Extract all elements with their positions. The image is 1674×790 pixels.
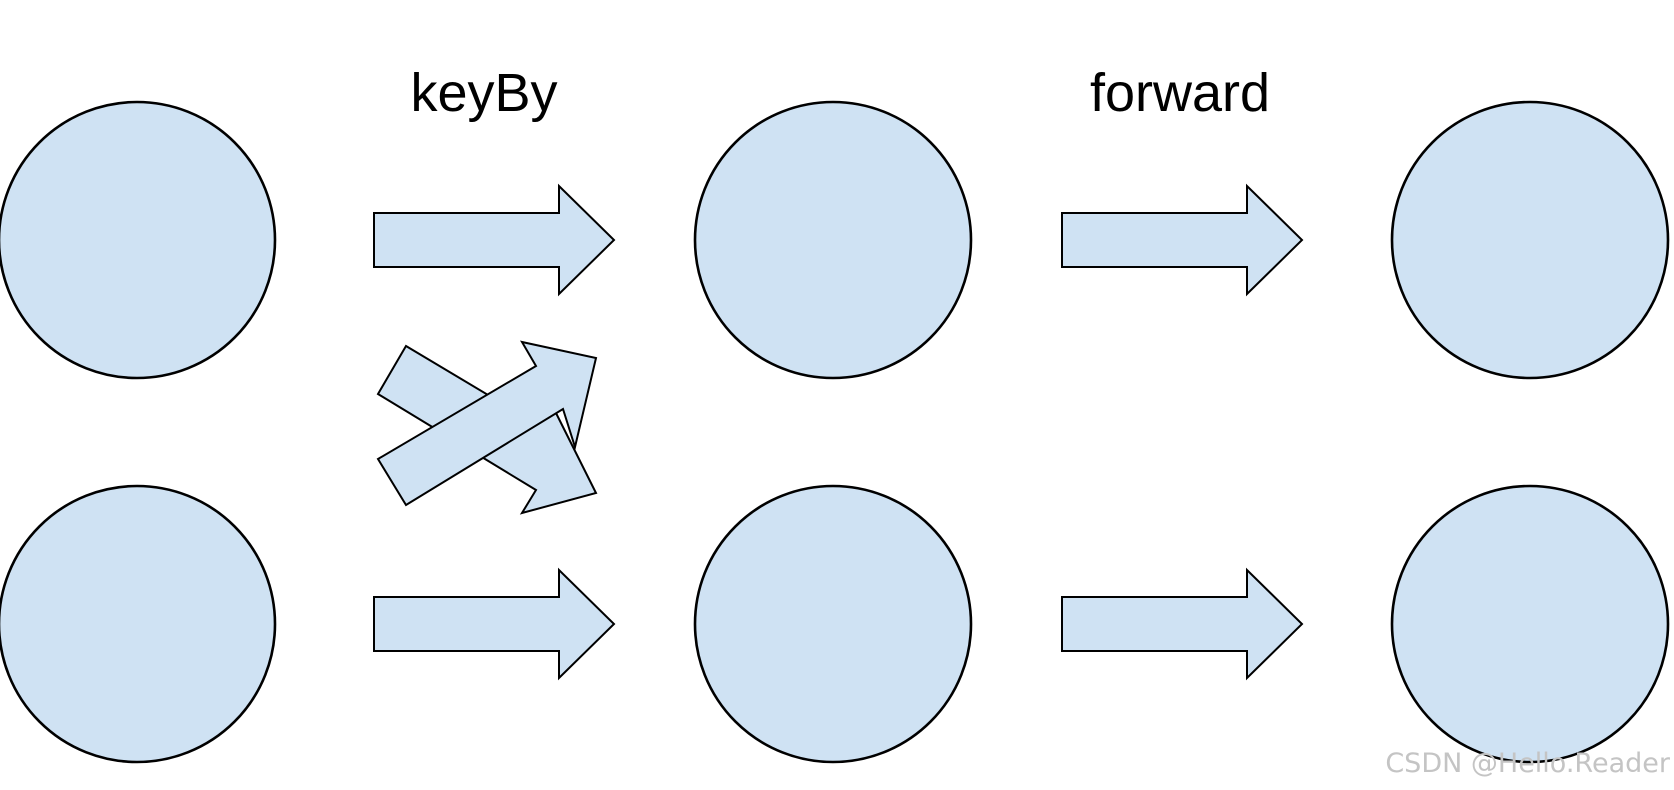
keyby-cross-arrow-up xyxy=(376,340,598,507)
source-node-top xyxy=(0,100,277,380)
forward-arrow-top xyxy=(1061,183,1304,297)
watermark-text: CSDN @Hello.Reader xyxy=(1385,748,1671,779)
source-node-bottom xyxy=(0,484,277,764)
sink-node-top xyxy=(1390,100,1670,380)
middle-node-bottom xyxy=(693,484,973,764)
sink-node-bottom xyxy=(1390,484,1670,764)
middle-node-top xyxy=(693,100,973,380)
keyby-arrow-bottom xyxy=(373,567,616,681)
forward-arrow-bottom xyxy=(1061,567,1304,681)
forward-label: forward xyxy=(1090,63,1270,123)
keyby-arrow-top xyxy=(373,183,616,297)
keyby-label: keyBy xyxy=(410,63,557,123)
